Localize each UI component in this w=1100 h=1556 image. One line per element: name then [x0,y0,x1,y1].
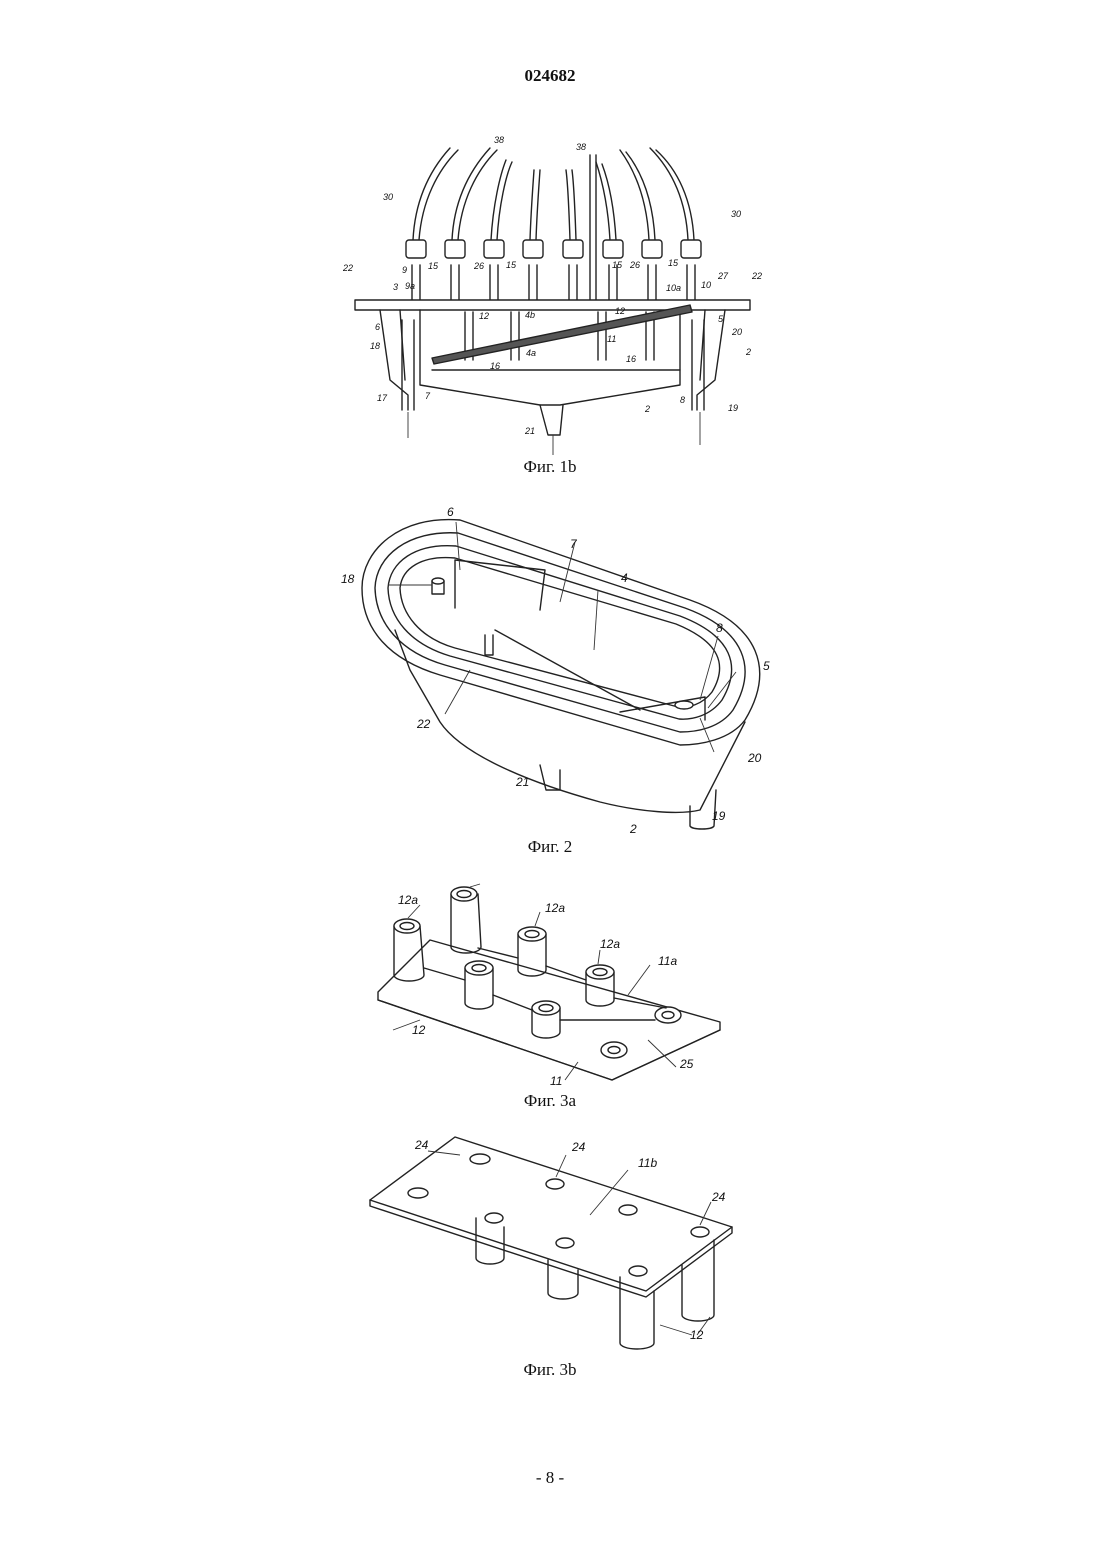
fig1b-label: 17 [377,393,388,403]
fig1b-label: 9a [405,281,415,291]
fig3a-label: 12 [412,1023,426,1037]
fig1b-label: 2 [745,347,751,357]
fig2-label: 19 [712,809,726,823]
fig3b-label: 24 [414,1138,429,1152]
fig1b-label: 7 [425,391,431,401]
fig1b-label: 22 [342,263,353,273]
page-number: - 8 - [0,1468,1100,1488]
fig1b-label: 4b [525,310,535,320]
fig3b-label: 12 [690,1328,704,1342]
fig1b-label: 10a [666,283,681,293]
fig2-label: 4 [621,571,628,585]
fig3a-label: 12a [545,901,565,915]
fig2-label: 6 [447,505,454,519]
fig1b-label: 15 [612,260,623,270]
fig2-label: 8 [716,621,723,635]
fig2-label: 22 [416,717,431,731]
fig1b-label: 21 [524,426,535,436]
fig3a-label: 11a [658,954,677,968]
fig1b-label: 38 [494,135,504,145]
figure-1b-caption: Фиг. 1b [0,457,1100,477]
fig1b-label: 9 [402,265,407,275]
fig3a-label: 12a [398,893,418,907]
fig2-label: 5 [763,659,770,673]
fig3a-label: 11 [550,1074,562,1088]
fig1b-label: 16 [490,361,500,371]
fig1b-label: 16 [626,354,636,364]
fig2-label: 7 [570,537,578,551]
figure-2-caption: Фиг. 2 [0,837,1100,857]
fig1b-label: 3 [393,282,398,292]
fig1b-label: 18 [370,341,380,351]
fig3b-label: 24 [571,1140,586,1154]
figure-1b-drawing: 38 38 30 30 22 22 9 9a 15 26 15 15 26 15… [0,0,1100,460]
fig3a-label: 12a [600,937,620,951]
fig1b-label: 11 [607,334,616,344]
fig1b-label: 15 [428,261,439,271]
fig1b-label: 12 [615,306,625,316]
figure-3a-drawing: 12a 12a 12a 11a 12 25 11 [0,870,1100,1080]
fig1b-label: 26 [629,260,640,270]
fig2-label: 18 [341,572,355,586]
fig1b-label: 30 [383,192,393,202]
figure-3b-drawing: 24 24 11b 24 12 [0,1125,1100,1345]
fig1b-label: 20 [731,327,742,337]
fig3b-label: 24 [711,1190,726,1204]
fig2-label: 2 [629,822,637,836]
fig2-label: 21 [515,775,529,789]
fig1b-label: 19 [728,403,738,413]
fig1b-label: 26 [473,261,484,271]
figure-3a-caption: Фиг. 3a [0,1091,1100,1111]
fig1b-label: 12 [479,311,489,321]
fig3a-label: 25 [679,1057,694,1071]
fig1b-label: 38 [576,142,586,152]
fig1b-label: 2 [644,404,650,414]
fig2-label: 20 [747,751,762,765]
fig1b-label: 10 [701,280,711,290]
fig1b-label: 8 [680,395,685,405]
fig1b-label: 15 [506,260,517,270]
fig3b-label: 11b [638,1156,657,1170]
figure-3b-caption: Фиг. 3b [0,1360,1100,1380]
fig1b-label: 4a [526,348,536,358]
figure-2-drawing: 6 7 18 4 8 5 22 20 21 2 19 [0,490,1100,850]
fig1b-label: 15 [668,258,679,268]
fig1b-label: 22 [751,271,762,281]
fig1b-label: 27 [717,271,729,281]
fig1b-label: 6 [375,322,380,332]
fig1b-label: 30 [731,209,741,219]
